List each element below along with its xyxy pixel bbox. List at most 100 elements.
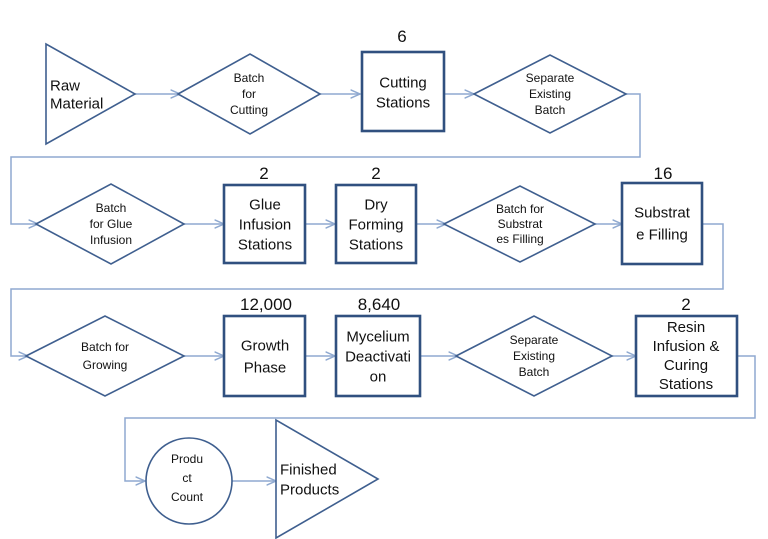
label-line: Deactivati [345,348,411,365]
node-substrate-filling: 16 Substrat e Filling [620,164,704,266]
label-line: Growing [83,358,128,372]
glue-infusion-stations-count: 2 [259,164,268,183]
mycelium-deactivation-box [334,314,422,398]
label-line: Count [171,490,204,504]
label-line: Stations [238,236,292,253]
label-line: on [370,368,387,385]
label-line: Dry [364,196,388,213]
batch-for-substrates-filling-diamond [442,185,597,263]
label-line: Stations [349,236,403,253]
separate-existing-batch-diamond [472,54,628,134]
label-line: Batch [519,365,550,379]
label-line: Curing [664,357,708,374]
cutting-stations-count: 6 [397,27,406,46]
flow-arrow-wrap-2 [10,223,724,356]
growth-phase-count: 12,000 [240,295,292,314]
label-line: e Filling [636,226,688,243]
label-line: Infusion [90,233,132,247]
label-line: Existing [513,349,555,363]
separate-existing-batch-diamond [454,315,614,397]
label-line: Separate [526,71,575,85]
label-line: Mycelium [346,328,409,345]
label-line: Batch [96,201,127,215]
mycelium-deactivation-count: 8,640 [358,295,401,314]
flow-arrow-wrap-1 [10,93,641,224]
glue-infusion-stations-box [222,183,307,265]
label-line: Produ [171,452,203,466]
label-line: Separate [510,333,559,347]
label-line: Raw [50,77,80,94]
label-line: Batch for [81,340,129,354]
label-line: Stations [376,94,430,111]
label-line: Resin [667,319,705,336]
resin-infusion-curing-stations-box [634,314,739,398]
product-count-circle [145,437,233,525]
batch-for-cutting-diamond [176,53,322,135]
label-line: es Filling [496,232,543,246]
label-line: for Glue [90,217,133,231]
flow-arrow-wrap-3 [124,355,756,481]
flow-connectors [10,93,756,481]
cutting-stations-box [360,50,446,133]
label-line: ct [182,471,192,485]
substrate-filling-count: 16 [654,164,673,183]
raw-material-triangle [45,42,137,146]
label-line: Material [50,95,103,112]
label-line: Substrat [634,204,691,221]
resin-infusion-curing-stations-count: 2 [681,295,690,314]
label-line: Glue [249,196,281,213]
label-line: Phase [244,359,287,376]
dry-forming-stations-box [334,183,418,265]
label-line: Infusion [239,216,292,233]
substrate-filling-box [620,181,704,266]
label-line: Cutting [379,74,427,91]
label-line: Forming [348,216,403,233]
label-line: for [242,87,256,101]
label-line: Finished [280,461,337,478]
label-line: Growth [241,337,289,354]
label-line: Stations [659,376,713,393]
label-line: Batch for [496,202,544,216]
batch-for-glue-infusion-diamond [34,183,186,265]
finished-products-triangle [275,418,380,539]
substrate-filling-label: Substrat e Filling [634,204,691,243]
label-line: Cutting [230,103,268,117]
dry-forming-stations-count: 2 [371,164,380,183]
label-line: Infusion & [653,338,720,355]
batch-for-growing-diamond [24,315,186,397]
label-line: Batch [234,71,265,85]
label-line: Existing [529,87,571,101]
label-line: Batch [535,103,566,117]
growth-phase-box [222,314,307,398]
